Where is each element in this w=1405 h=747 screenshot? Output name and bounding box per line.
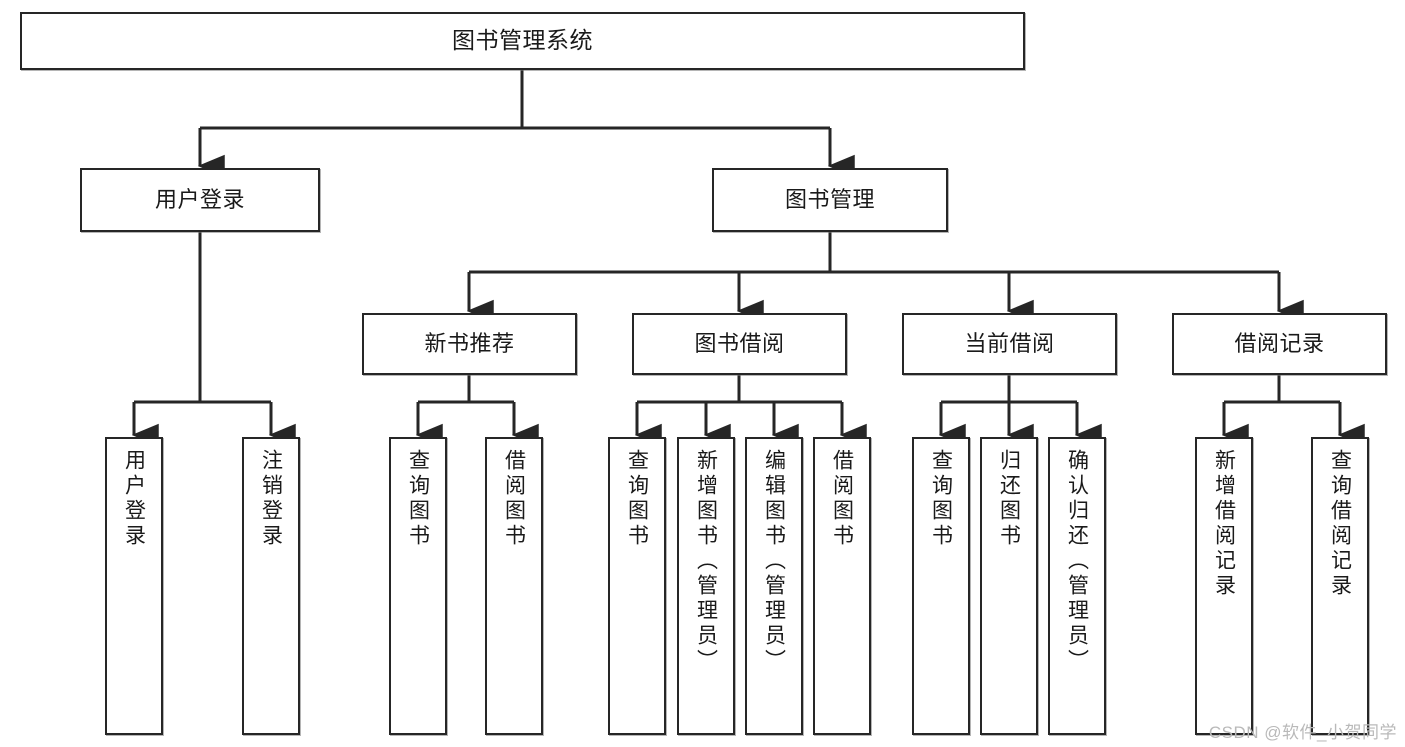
node-label: 查询图书 bbox=[929, 449, 953, 549]
node-label: 查询借阅记录 bbox=[1328, 449, 1352, 599]
leaf-borrow-book-2[interactable]: 借阅图书 bbox=[813, 437, 871, 735]
node-label: 新增图书（管理员） bbox=[694, 449, 718, 674]
node-current-borrow[interactable]: 当前借阅 bbox=[902, 313, 1117, 375]
node-new-book-recommend[interactable]: 新书推荐 bbox=[362, 313, 577, 375]
leaf-edit-book[interactable]: 编辑图书（管理员） bbox=[745, 437, 803, 735]
node-borrow-record[interactable]: 借阅记录 bbox=[1172, 313, 1387, 375]
node-label: 图书借阅 bbox=[694, 330, 785, 356]
watermark-text: CSDN @软件_小贺同学 bbox=[1208, 723, 1397, 742]
leaf-user-logout[interactable]: 注销登录 bbox=[242, 437, 300, 735]
node-label: 借阅图书 bbox=[830, 449, 854, 549]
node-label: 新增借阅记录 bbox=[1212, 449, 1236, 599]
node-book-manage[interactable]: 图书管理 bbox=[712, 168, 948, 232]
leaf-query-book-1[interactable]: 查询图书 bbox=[389, 437, 447, 735]
leaf-add-record[interactable]: 新增借阅记录 bbox=[1195, 437, 1253, 735]
node-label: 查询图书 bbox=[625, 449, 649, 549]
node-root-system[interactable]: 图书管理系统 bbox=[20, 12, 1025, 70]
node-book-borrow[interactable]: 图书借阅 bbox=[632, 313, 847, 375]
node-label: 确认归还（管理员） bbox=[1065, 449, 1089, 674]
node-label: 借阅图书 bbox=[502, 449, 526, 549]
leaf-query-book-2[interactable]: 查询图书 bbox=[608, 437, 666, 735]
leaf-add-book[interactable]: 新增图书（管理员） bbox=[677, 437, 735, 735]
leaf-return-book[interactable]: 归还图书 bbox=[980, 437, 1038, 735]
node-label: 借阅记录 bbox=[1234, 330, 1325, 356]
leaf-query-book-3[interactable]: 查询图书 bbox=[912, 437, 970, 735]
node-label: 编辑图书（管理员） bbox=[762, 449, 786, 674]
leaf-borrow-book-1[interactable]: 借阅图书 bbox=[485, 437, 543, 735]
leaf-confirm-return[interactable]: 确认归还（管理员） bbox=[1048, 437, 1106, 735]
node-label: 用户登录 bbox=[122, 449, 146, 549]
node-label: 新书推荐 bbox=[424, 330, 515, 356]
node-label: 图书管理 bbox=[784, 186, 875, 212]
node-label: 当前借阅 bbox=[964, 330, 1055, 356]
node-label: 查询图书 bbox=[406, 449, 430, 549]
leaf-user-login[interactable]: 用户登录 bbox=[105, 437, 163, 735]
node-label: 图书管理系统 bbox=[452, 27, 593, 54]
node-label: 归还图书 bbox=[997, 449, 1021, 549]
node-label: 注销登录 bbox=[259, 449, 283, 549]
node-label: 用户登录 bbox=[154, 186, 245, 212]
leaf-query-record[interactable]: 查询借阅记录 bbox=[1311, 437, 1369, 735]
node-user-login[interactable]: 用户登录 bbox=[80, 168, 320, 232]
